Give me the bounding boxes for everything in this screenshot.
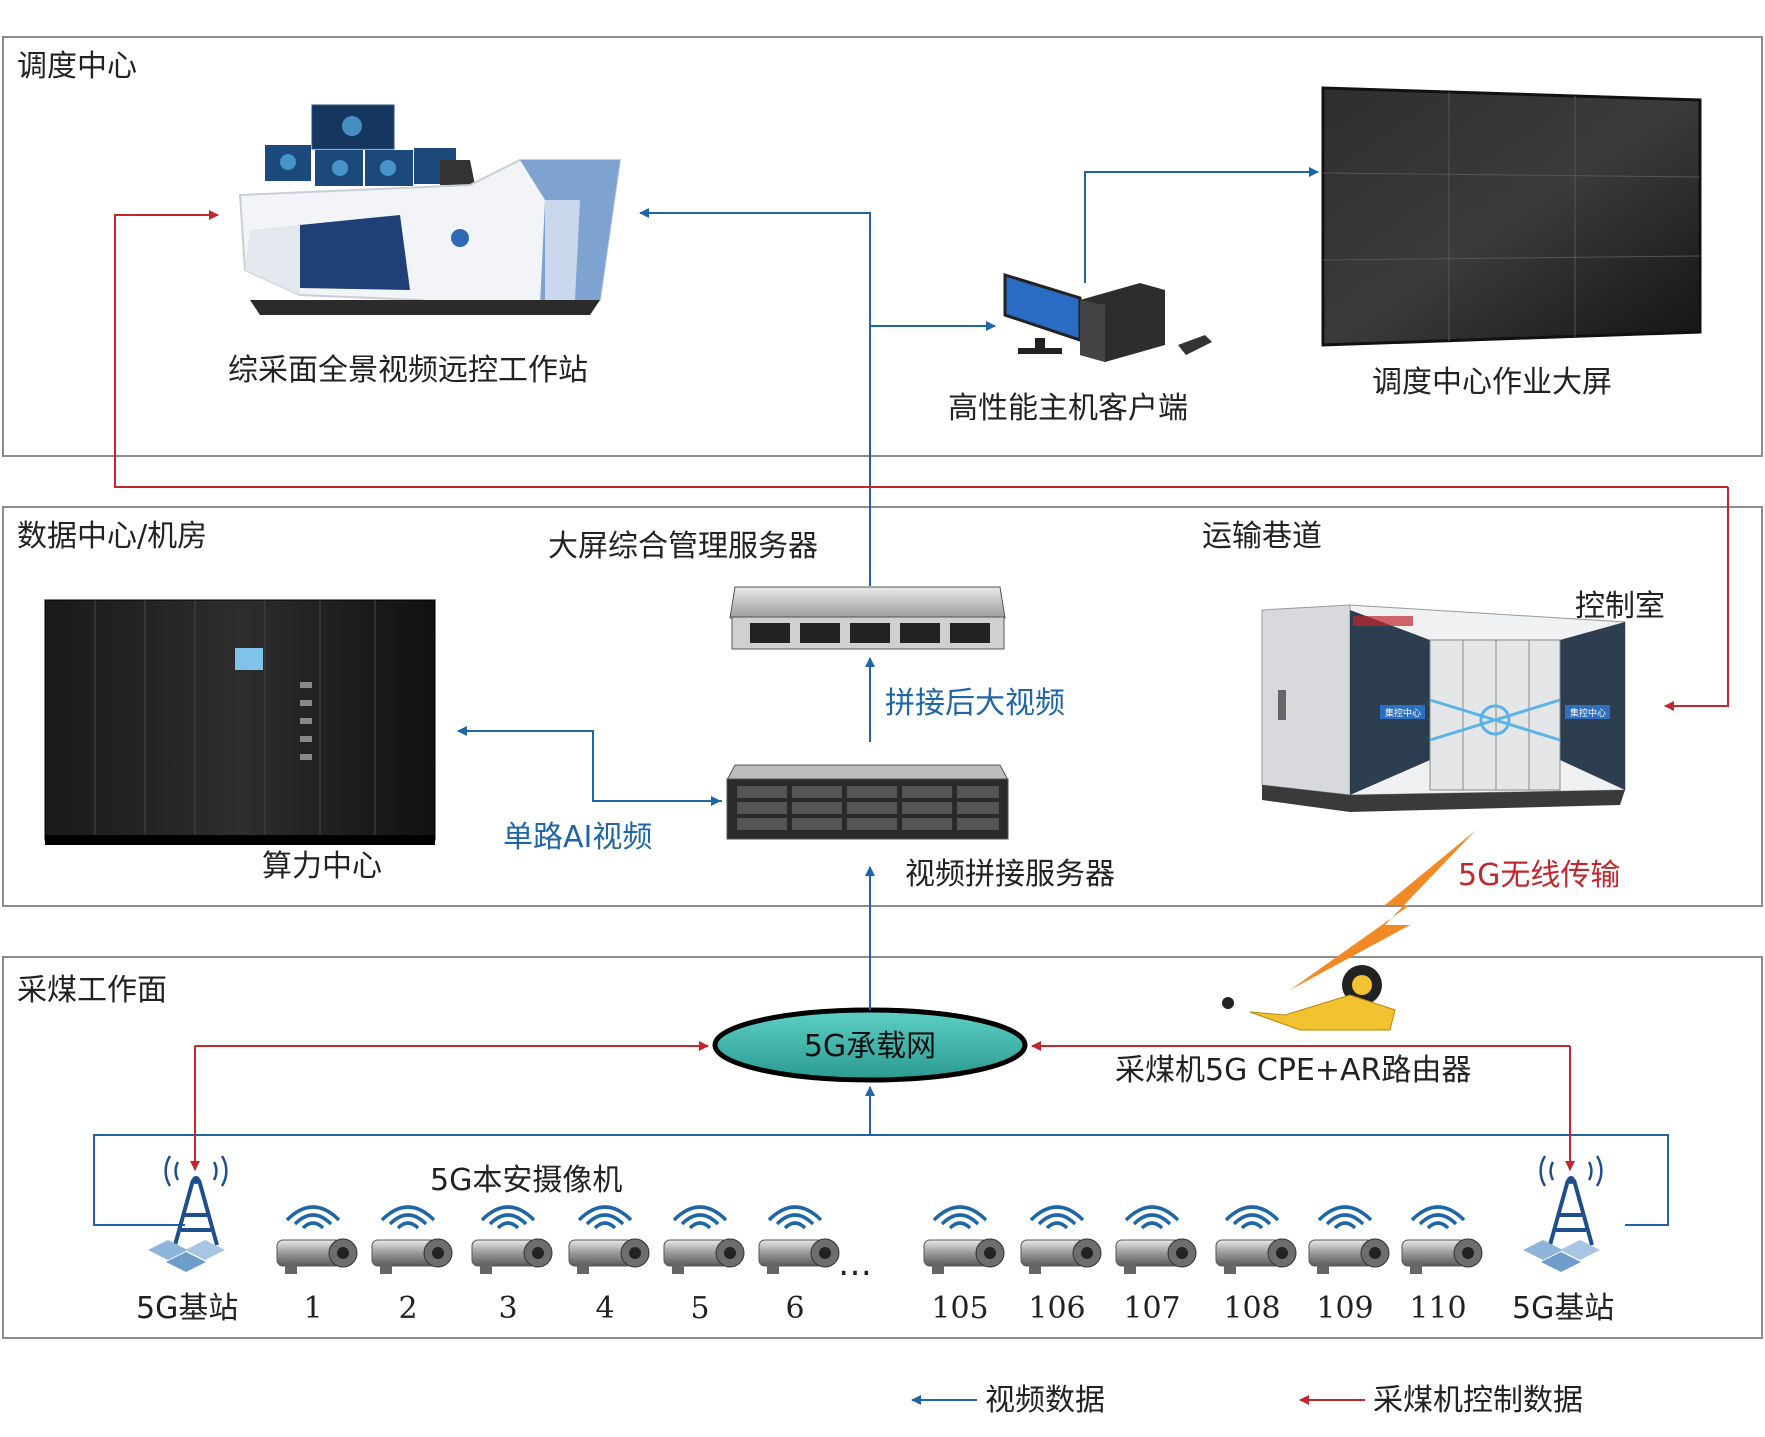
- camera-icon: [1401, 1205, 1483, 1274]
- camera-row: 1 2 3 4 5 6 105 106 107 108 109 110: [276, 1205, 1483, 1326]
- camera-number-label: 110: [1409, 1291, 1466, 1326]
- control-room-label: 控制室: [1575, 589, 1665, 624]
- wireless-bolt-icon: [1290, 830, 1476, 990]
- dispatch-section: [2, 36, 1763, 457]
- dispatch-big-screen: [1321, 86, 1702, 347]
- camera-number-label: 6: [785, 1291, 804, 1326]
- shearer-machine: [1222, 965, 1396, 1031]
- stitched-video-label: 拼接后大视频: [885, 686, 1065, 721]
- compute-center-label: 算力中心: [262, 849, 382, 884]
- camera-number-label: 107: [1123, 1291, 1180, 1326]
- camera-icon: [276, 1205, 358, 1274]
- dispatch-title: 调度中心: [17, 49, 137, 84]
- camera-number-label: 2: [398, 1291, 417, 1326]
- camera-icon: [471, 1205, 553, 1274]
- datacenter-title: 数据中心/机房: [17, 519, 207, 554]
- face-title: 采煤工作面: [17, 973, 167, 1008]
- compute-center-racks: [44, 599, 436, 845]
- base-station-right-icon: [1523, 1155, 1603, 1272]
- base-station-left-icon: [148, 1155, 228, 1272]
- camera-icon: [1215, 1205, 1297, 1274]
- big-screen-label: 调度中心作业大屏: [1372, 365, 1612, 400]
- single-ai-video-label: 单路AI视频: [503, 820, 652, 855]
- workstation-label: 综采面全景视频远控工作站: [228, 353, 588, 388]
- camera-ellipsis: …: [838, 1244, 872, 1284]
- camera-icon: [923, 1205, 1005, 1274]
- camera-icon: [1115, 1205, 1197, 1274]
- camera-icon: [568, 1205, 650, 1274]
- camera-icon: [1020, 1205, 1102, 1274]
- camera-number-label: 3: [498, 1291, 517, 1326]
- bearer-network-label: 5G承载网: [804, 1029, 936, 1064]
- video-stitching-server: [726, 764, 1009, 840]
- control-room-sign-left: 集控中心: [1385, 707, 1421, 719]
- base-station-right-label: 5G基站: [1512, 1291, 1614, 1326]
- legend-control-label: 采煤机控制数据: [1373, 1383, 1583, 1418]
- legend-video-label: 视频数据: [985, 1383, 1105, 1418]
- wireless-label: 5G无线传输: [1458, 858, 1620, 893]
- screen-management-server: [729, 586, 1006, 650]
- control-data-links: [114, 210, 1729, 1171]
- camera-number-label: 105: [931, 1291, 988, 1326]
- video-data-links: [93, 167, 1669, 1226]
- client-label: 高性能主机客户端: [948, 391, 1188, 426]
- camera-icon: [1308, 1205, 1390, 1274]
- camera-number-label: 109: [1316, 1291, 1373, 1326]
- camera-icon: [758, 1205, 840, 1274]
- workstation-console: [238, 104, 622, 315]
- client-pc: [1003, 272, 1212, 362]
- camera-group-label: 5G本安摄像机: [430, 1163, 622, 1198]
- camera-icon: [663, 1205, 745, 1274]
- transport-tunnel-label: 运输巷道: [1202, 519, 1322, 554]
- shearer-cpe-label: 采煤机5G CPE+AR路由器: [1115, 1053, 1471, 1088]
- control-room-container: 集控中心 集控中心: [1261, 604, 1626, 812]
- camera-number-label: 4: [595, 1291, 614, 1326]
- camera-icon: [371, 1205, 453, 1274]
- control-room-sign-right: 集控中心: [1570, 707, 1606, 719]
- legend: 视频数据 采煤机控制数据: [911, 1383, 1583, 1418]
- camera-number-label: 5: [690, 1291, 709, 1326]
- datacenter-section: [2, 506, 1763, 907]
- face-section: [2, 956, 1763, 1339]
- camera-number-label: 1: [303, 1291, 322, 1326]
- screen-server-label: 大屏综合管理服务器: [548, 529, 818, 564]
- camera-number-label: 108: [1223, 1291, 1280, 1326]
- camera-number-label: 106: [1028, 1291, 1085, 1326]
- base-station-left-label: 5G基站: [136, 1291, 238, 1326]
- stitch-server-label: 视频拼接服务器: [905, 857, 1115, 892]
